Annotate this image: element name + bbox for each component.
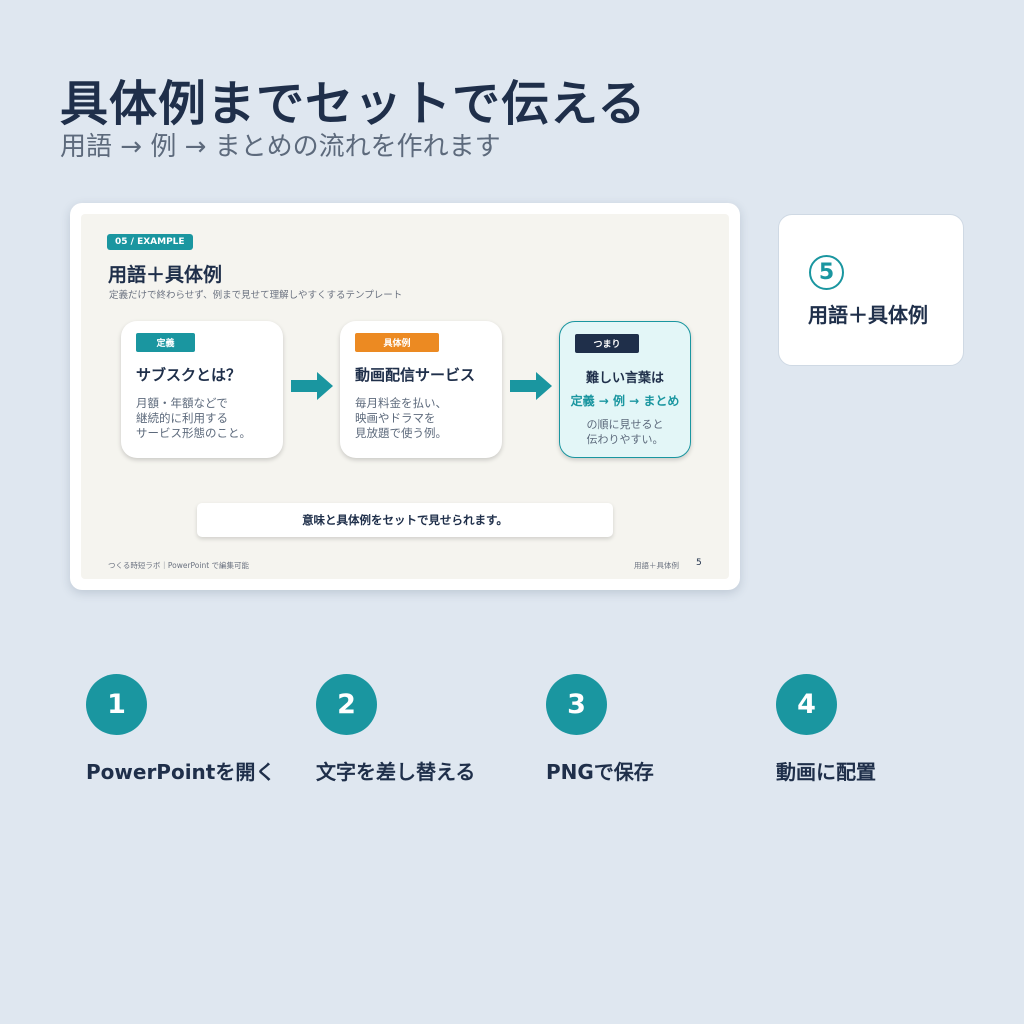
step-label: PNGで保存 bbox=[546, 760, 654, 784]
step-label: PowerPointを開く bbox=[86, 760, 276, 784]
body-line: の順に見せると bbox=[586, 418, 664, 431]
slide-footer-left: つくる時短ラボ｜PowerPoint で編集可能 bbox=[108, 561, 250, 570]
definition-card: 定義 サブスクとは？ 月額・年額などで 継続的に利用する サービス形態のこと。 bbox=[121, 321, 283, 458]
definition-body: 月額・年額などで 継続的に利用する サービス形態のこと。 bbox=[136, 396, 251, 441]
slide-preview[interactable]: 05 / EXAMPLE 用語＋具体例 定義だけで終わらせず、例まで見せて理解し… bbox=[70, 203, 740, 590]
body-line: 見放題で使う例。 bbox=[355, 426, 447, 440]
summary-body: の順に見せると 伝わりやすい。 bbox=[560, 417, 690, 447]
arrow-right-icon bbox=[291, 372, 333, 400]
slide-page-number: 5 bbox=[696, 558, 702, 568]
body-line: 月額・年額などで bbox=[136, 396, 228, 410]
step-4: 4 動画に配置 bbox=[776, 674, 876, 784]
subheadline: 用語 → 例 → まとめの流れを作れます bbox=[60, 132, 501, 162]
example-tag: 具体例 bbox=[355, 333, 439, 352]
slide-subtitle: 定義だけで終わらせず、例まで見せて理解しやすくするテンプレート bbox=[109, 290, 403, 301]
step-number: 2 bbox=[316, 674, 377, 735]
slide-title: 用語＋具体例 bbox=[108, 264, 223, 286]
slide-badge: 05 / EXAMPLE bbox=[107, 234, 193, 250]
template-number-badge: 5 bbox=[809, 255, 844, 290]
step-1: 1 PowerPointを開く bbox=[86, 674, 275, 784]
definition-heading: サブスクとは？ bbox=[136, 366, 242, 384]
example-heading: 動画配信サービス bbox=[355, 366, 476, 384]
slide-canvas: 05 / EXAMPLE 用語＋具体例 定義だけで終わらせず、例まで見せて理解し… bbox=[81, 214, 729, 579]
step-number: 4 bbox=[776, 674, 837, 735]
summary-flow: 定義 → 例 → まとめ bbox=[570, 394, 680, 408]
step-2: 2 文字を差し替える bbox=[316, 674, 475, 784]
body-line: 映画やドラマを bbox=[355, 411, 436, 425]
step-number: 3 bbox=[546, 674, 607, 735]
summary-banner: 意味と具体例をセットで見せられます。 bbox=[197, 503, 613, 537]
template-label: 用語＋具体例 bbox=[808, 303, 928, 327]
arrow-right-icon bbox=[510, 372, 552, 400]
body-line: 伝わりやすい。 bbox=[586, 433, 664, 446]
slide-footer-right: 用語＋具体例 bbox=[634, 561, 679, 570]
example-body: 毎月料金を払い、 映画やドラマを 見放題で使う例。 bbox=[355, 396, 447, 441]
summary-heading: 難しい言葉は bbox=[585, 371, 664, 386]
headline: 具体例までセットで伝える bbox=[60, 76, 647, 132]
template-label-card: 5 用語＋具体例 bbox=[778, 214, 964, 366]
body-line: 毎月料金を払い、 bbox=[355, 396, 447, 410]
step-label: 文字を差し替える bbox=[316, 760, 476, 784]
step-number: 1 bbox=[86, 674, 147, 735]
step-3: 3 PNGで保存 bbox=[546, 674, 654, 784]
step-label: 動画に配置 bbox=[776, 760, 876, 784]
example-card: 具体例 動画配信サービス 毎月料金を払い、 映画やドラマを 見放題で使う例。 bbox=[340, 321, 502, 458]
summary-tag: つまり bbox=[575, 334, 639, 353]
body-line: 継続的に利用する bbox=[136, 411, 228, 425]
definition-tag: 定義 bbox=[136, 333, 195, 352]
summary-card: つまり 難しい言葉は 定義 → 例 → まとめ の順に見せると 伝わりやすい。 bbox=[559, 321, 691, 458]
body-line: サービス形態のこと。 bbox=[136, 426, 251, 440]
